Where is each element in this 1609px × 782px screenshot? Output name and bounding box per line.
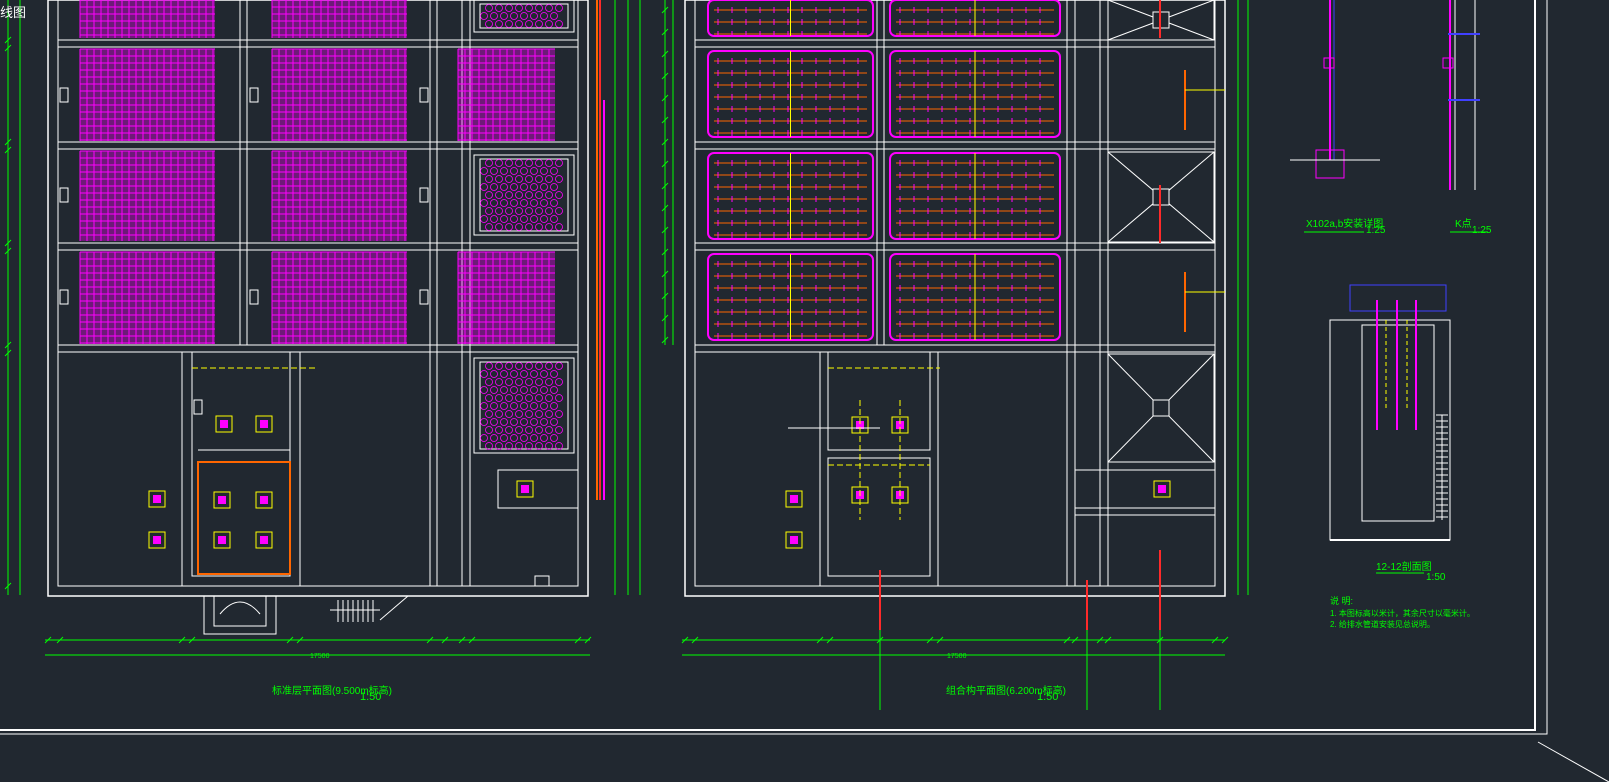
notes-item-1: 1. 本图标高以米计，其余尺寸以毫米计。: [1330, 608, 1475, 618]
detail-x102-title: X102a,b安装详图: [1306, 217, 1383, 230]
detail-x102: [1290, 0, 1380, 233]
window-title-fragment: 线图: [0, 6, 27, 21]
distribution-trays: [707, 0, 1225, 341]
section-12-12: [1329, 284, 1451, 574]
detail-k-title: K点: [1455, 218, 1472, 230]
right-plan-title: 组合构平面图(6.200m标高): [946, 684, 1066, 697]
section-12-title: 12-12剖面图: [1376, 560, 1432, 573]
right-plan-scale: 1:50: [1037, 691, 1058, 703]
right-plan-total-dim: 17500: [947, 653, 967, 660]
wall-openings: [59, 87, 550, 587]
left-plan-scale: 1:50: [360, 691, 381, 703]
riser-pipes: [596, 0, 605, 500]
left-plan-total-dim: 17500: [310, 653, 330, 660]
hopper-cells: [1107, 0, 1215, 463]
hex-filter-boxes: [473, 0, 575, 454]
pump-room-left: [148, 367, 315, 575]
left-plan: [4, 0, 641, 656]
entrance-left: [203, 595, 409, 635]
left-plan-title: 标准层平面图(9.500m标高): [272, 684, 392, 697]
detail-x102-scale: 1:25: [1366, 225, 1386, 236]
notes-item-2: 2. 给排水管道安装见总说明。: [1330, 619, 1435, 629]
outlet-risers: [879, 550, 1161, 710]
detail-k-scale: 1:25: [1472, 225, 1492, 236]
right-plan: [516, 0, 1249, 710]
notes-heading: 说 明:: [1330, 595, 1353, 606]
filter-media-zones: [79, 0, 555, 344]
section-12-scale: 1:50: [1426, 572, 1446, 583]
detail-k: [1442, 0, 1488, 233]
